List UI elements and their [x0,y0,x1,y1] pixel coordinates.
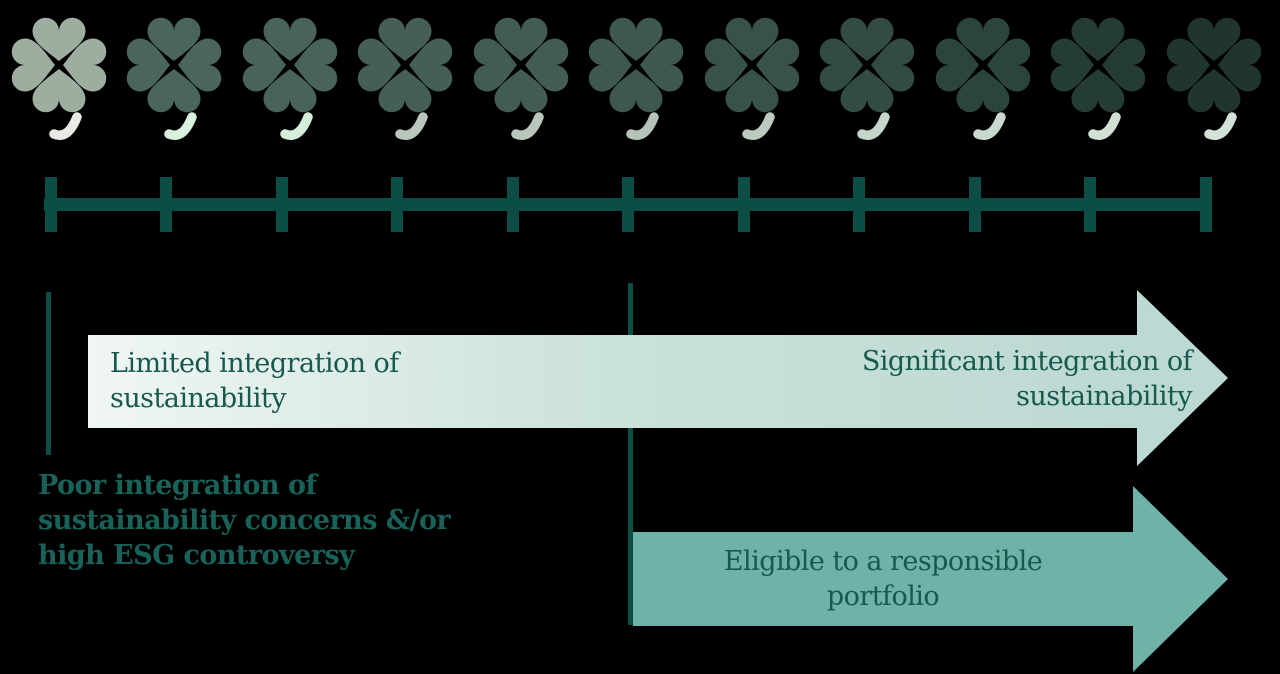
axis-tick [391,177,403,232]
eligibility-threshold-line [628,283,633,625]
poor-marker-line [46,292,51,455]
axis-tick [1084,177,1096,232]
responsible-portfolio-arrow: Eligible to a responsible portfolio [633,486,1228,672]
clover-icon [704,17,799,140]
clover-icon [935,17,1030,140]
gradient-arrow-body [88,335,1137,428]
clover-icon [126,17,222,140]
axis-tick [968,177,981,232]
axis-tick [506,177,519,232]
gradient-arrow-head-icon [1137,290,1228,466]
eligible-portfolio-label: Eligible to a responsible portfolio [723,546,1043,612]
clover-icon [1166,17,1261,140]
clover-icon [357,17,453,140]
clover-icon [11,17,106,140]
axis-tick [1199,177,1212,232]
poor-integration-label: Poor integration of sustainability conce… [38,470,451,571]
limited-integration-label: Limited integration of sustainability [110,348,399,414]
axis-tick [737,177,750,232]
significant-integration-label: Significant integration of sustainabilit… [861,346,1193,412]
clover-icon [588,17,684,140]
axis-tick [275,177,288,232]
axis-tick [622,177,634,232]
clover-icon [242,17,337,140]
axis-tick [160,177,172,232]
solid-arrow-head-icon [1133,486,1228,672]
clover-icon [1050,17,1146,140]
clover-icon [473,17,568,140]
axis-tick [853,177,865,232]
axis-tick [44,177,57,232]
solid-arrow-body: Eligible to a responsible portfolio [633,532,1133,626]
clover-icon [819,17,915,140]
integration-gradient-arrow: Limited integration of sustainability Si… [88,290,1228,466]
